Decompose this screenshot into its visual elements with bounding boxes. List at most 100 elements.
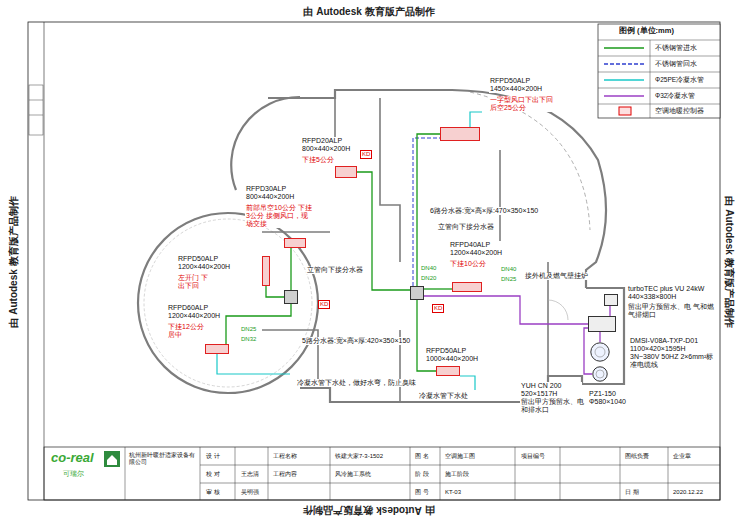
controller-tag: KD [360, 150, 372, 159]
pipe-connector [226, 304, 291, 344]
legend-sample [604, 63, 644, 65]
title-block-rule [410, 447, 411, 500]
equipment-label: YUH CN 200 520×1517H [520, 382, 582, 398]
company-logo: co-real [50, 451, 95, 466]
tank-detail [596, 370, 604, 378]
indoor-unit: RFPD20ALP 800×440×200H下挂5公分 [335, 166, 357, 178]
install-note: 留出甲方预留水、电 和排水口 [520, 398, 586, 414]
title-cell: 项目编号 [520, 453, 546, 460]
title-cell: 审 核 [205, 489, 221, 496]
drawing-frame [28, 22, 720, 500]
watermark: 由 Autodesk 教育版产品制作 [302, 504, 435, 516]
title-block-rule [200, 465, 720, 466]
install-note: 前部吊空10公分 下挂3公分 接侧风口，现场交接 [245, 204, 313, 228]
indoor-unit: RFPD50ALP 1200×440×200H左开门 下出下回 [262, 256, 270, 286]
controller-tag: KD [432, 304, 444, 313]
condensate-pipe [470, 112, 482, 127]
legend-rule [598, 104, 720, 105]
title-block [44, 447, 720, 500]
legend-rule [598, 40, 720, 41]
legend-text: Φ25PE冷凝水管 [654, 76, 705, 83]
frame-margin [44, 22, 45, 500]
manifold: 5路分水器:宽×高×厚:420×350×150 [284, 290, 298, 304]
company-name: 杭州新叶暖舒适家设备有限公司 [128, 452, 198, 466]
title-block-rule [515, 447, 516, 500]
pipe-size: DN20 [420, 275, 437, 282]
title-block-rule [560, 447, 561, 500]
title-cell: 企业章 [672, 453, 692, 460]
title-cell: 风冷施工系统 [334, 471, 372, 478]
title-block-rule [620, 447, 621, 500]
title-block-rule [668, 447, 669, 500]
manifold: 6路分水器:宽×高×厚:470×350×150 [410, 286, 424, 300]
legend-text: 不锈钢管进水 [654, 44, 698, 51]
indoor-unit: RFPD60ALP 1200×440×200H下挂12公分 居中 [205, 344, 229, 354]
equipment-label: 6路分水器:宽×高×厚:470×350×150 [429, 207, 539, 215]
equipment-label: RFPD30ALP 800×440×200H [245, 185, 303, 201]
margin-table [29, 85, 43, 135]
inner-wall [262, 231, 330, 233]
title-cell: KT-03 [444, 489, 462, 496]
note: 立管向下接分水器 [437, 223, 495, 231]
install-note: 下挂12公分 居中 [167, 323, 209, 339]
watermark: 由 Autodesk 教育版产品制作 [302, 6, 435, 18]
pipe-connector [609, 306, 610, 316]
title-cell: 王志清 [240, 471, 260, 478]
title-cell: 校 对 [205, 471, 221, 478]
pipe-size: DN25 [240, 326, 257, 333]
pipe-connector [357, 172, 410, 290]
install-note: 左开门 下出下回 [177, 274, 215, 290]
pipe-connector [266, 286, 284, 297]
title-cell: 日 期 [624, 489, 640, 496]
outdoor-unit: DMSI-V08A-TXP-D01 1100×420×1595H 3N~380V… [588, 316, 616, 332]
install-note: 一字型风口下出下回 后空25公分 [489, 96, 557, 112]
legend-sample [604, 47, 644, 49]
legend-sample [604, 79, 644, 81]
logo-house [107, 455, 117, 465]
equipment-label: RFPD50ALP 1450×440×200H [489, 77, 553, 93]
equipment-label: RFPD50ALP 1200×440×200H [177, 255, 235, 271]
pipe-connector [424, 296, 588, 324]
legend-text: Φ32冷凝水管 [654, 92, 696, 99]
logo-icon [104, 451, 120, 467]
title-cell: 施工阶段 [444, 471, 470, 478]
install-note: 下挂5公分 [301, 156, 335, 164]
legend-box [598, 24, 720, 118]
equipment-label: 5路分水器:宽×高×厚:420×350×150 [301, 337, 411, 345]
indoor-unit: RFPD40ALP 1200×440×200H下挂10公分 [452, 282, 482, 292]
title-cell: 工程内容 [272, 471, 298, 478]
title-block-rule [268, 447, 269, 500]
water-tank: YUH CN 200 520×1517H留出甲方预留水、电 和排水口 [590, 342, 610, 362]
title-block-rule [200, 483, 720, 484]
round-room-wall [138, 213, 318, 393]
title-cell: 空调施工图 [444, 453, 476, 460]
note: 冷凝水管下水处，做好水弯，防止臭味 [296, 379, 417, 387]
round-room-inner [144, 219, 312, 387]
tank-detail [595, 347, 605, 357]
controller-tag: KD [318, 300, 330, 309]
legend-rule [598, 56, 720, 57]
legend-divider [650, 40, 651, 118]
legend-rule [598, 88, 720, 89]
pipe-size: DN25 [500, 276, 517, 283]
condensate-pipe [217, 354, 290, 374]
install-note: 下挂10公分 [449, 260, 487, 268]
title-cell: 图 名 [414, 453, 430, 460]
margin-table-line [29, 115, 43, 116]
watermark: 由 Autodesk 教育版产品制作 [8, 195, 20, 328]
tank-outline [592, 366, 608, 382]
title-cell: 图 号 [414, 489, 430, 496]
pipe-connector [599, 332, 600, 342]
title-cell: 图纸负责 [624, 453, 650, 460]
equipment-label: RFPD60ALP 1200×440×200H [167, 304, 223, 320]
pipe-size: DN40 [500, 266, 517, 273]
arc-room-wall [231, 97, 300, 190]
pipe-connector [424, 288, 452, 289]
title-cell: 设 计 [205, 453, 221, 460]
note: 接外机及燃气壁挂炉 [524, 272, 589, 280]
equipment-label: PZ1-150 Φ580×1040 [588, 390, 636, 406]
buffer-tank: PZ1-150 Φ580×1040 [592, 366, 608, 382]
